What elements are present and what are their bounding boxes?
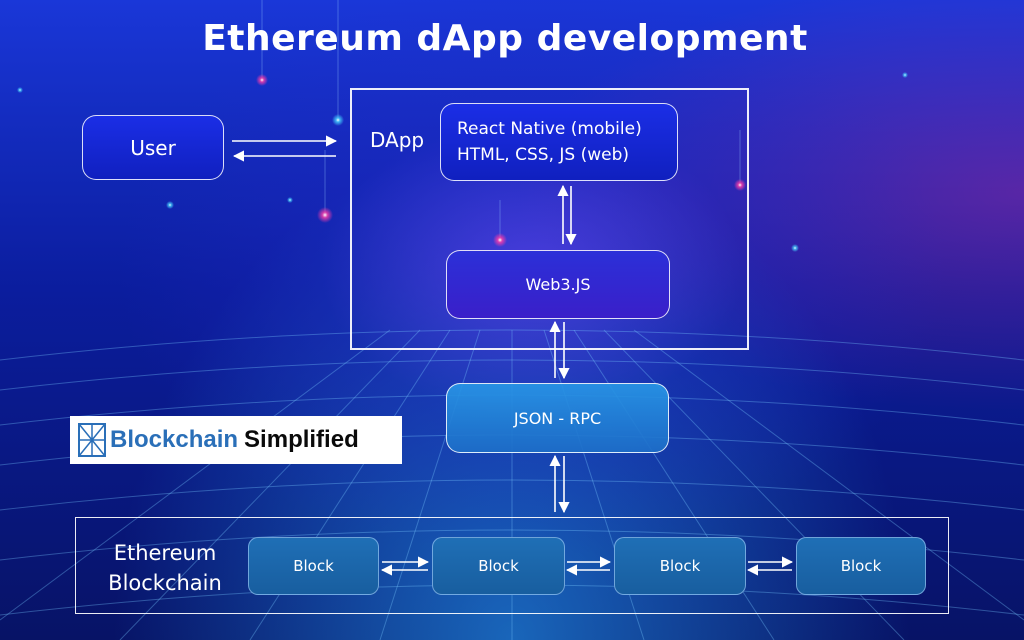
block-label: Block [293, 557, 334, 575]
blockchain-label-line1: Ethereum [113, 541, 217, 565]
jsonrpc-node: JSON - RPC [446, 383, 669, 453]
blockchain-label: Ethereum Blockchain [95, 538, 235, 598]
block-label: Block [659, 557, 701, 575]
logo-word-blockchain: Blockchain [110, 426, 239, 453]
frontend-node: React Native (mobile) HTML, CSS, JS (web… [440, 103, 678, 181]
web3-node: Web3.JS [446, 250, 670, 319]
blockchain-simplified-logo: Blockchain Simplified [70, 416, 402, 464]
jsonrpc-label: JSON - RPC [513, 408, 602, 428]
dapp-frame [350, 88, 749, 350]
blockchain-cube-icon [78, 423, 106, 457]
block-3: Block [614, 537, 746, 595]
block-label: Block [840, 557, 882, 575]
page-title: Ethereum dApp development [202, 18, 808, 59]
user-node: User [82, 115, 224, 180]
frontend-line-web: HTML, CSS, JS (web) [457, 145, 630, 165]
blockchain-label-line2: Blockchain [108, 571, 222, 595]
block-label: Block [478, 557, 519, 575]
block-1: Block [248, 537, 379, 595]
block-2: Block [432, 537, 565, 595]
blockchain-frame [75, 517, 949, 614]
frontend-line-mobile: React Native (mobile) [457, 119, 642, 139]
block-4: Block [796, 537, 926, 595]
dapp-label: DApp [370, 128, 425, 152]
web3-label: Web3.JS [525, 275, 591, 294]
user-label: User [130, 135, 176, 160]
logo-word-simplified: Simplified [244, 426, 359, 453]
